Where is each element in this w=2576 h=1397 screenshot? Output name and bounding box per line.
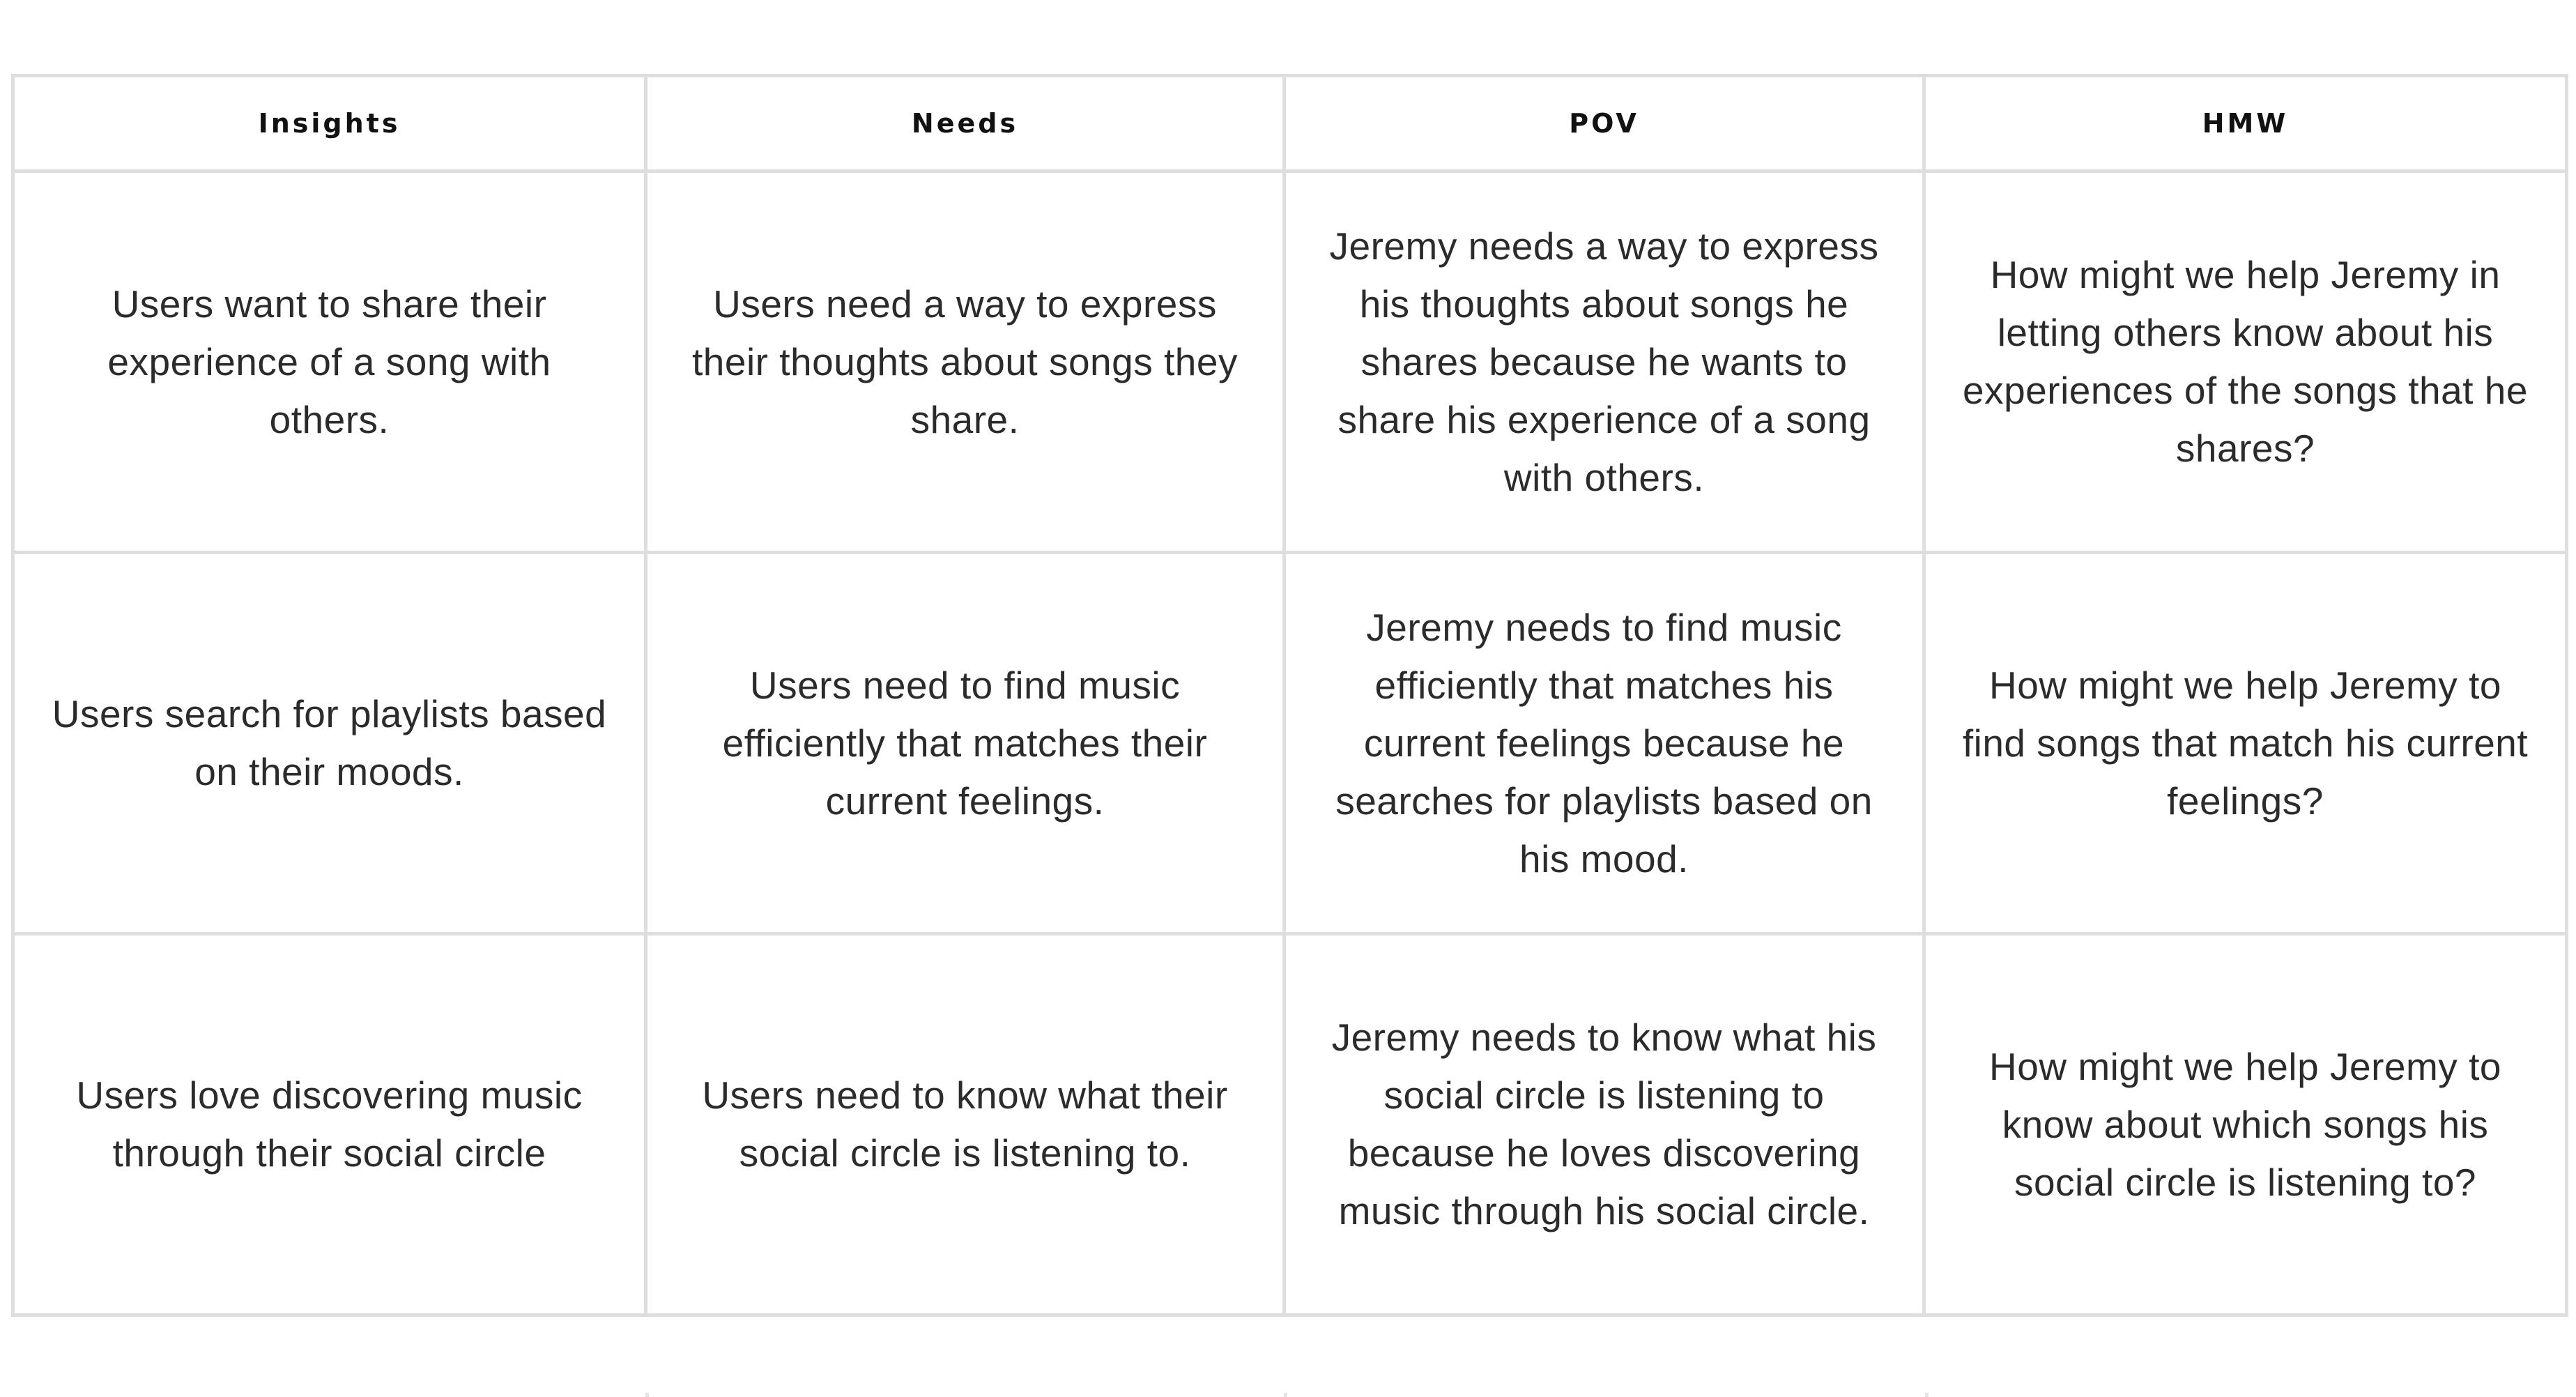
insight-cell: Users search for playlists based on thei…: [11, 551, 647, 936]
hmw-cell: How might we help Jeremy to find songs t…: [1922, 551, 2568, 936]
hmw-cell: How might we help Jeremy in letting othe…: [1922, 169, 2568, 554]
hmw-text: How might we help Jeremy to find songs t…: [1962, 663, 2529, 823]
need-text: Users need to find music efficiently tha…: [722, 663, 1208, 823]
table-row: Users want to share their experience of …: [11, 169, 2568, 554]
pov-cell: Jeremy needs to find music efficiently t…: [1282, 551, 1926, 936]
column-header-hmw: HMW: [1922, 74, 2568, 173]
need-cell: Users need to know what their social cir…: [644, 932, 1286, 1317]
column-header-pov: POV: [1282, 74, 1926, 173]
pov-text: Jeremy needs to find music efficiently t…: [1335, 605, 1873, 880]
need-text: Users need a way to express their though…: [692, 282, 1238, 441]
table-row: Users search for playlists based on thei…: [11, 551, 2568, 936]
bottom-column-ticks: [0, 1393, 2576, 1397]
need-text: Users need to know what their social cir…: [702, 1074, 1228, 1175]
table-row: Users love discovering music through the…: [11, 932, 2568, 1317]
pov-cell: Jeremy needs a way to express his though…: [1282, 169, 1926, 554]
insight-text: Users want to share their experience of …: [107, 282, 551, 441]
hmw-text: How might we help Jeremy in letting othe…: [1963, 253, 2528, 470]
need-cell: Users need a way to express their though…: [644, 169, 1286, 554]
hmw-cell: How might we help Jeremy to know about w…: [1922, 932, 2568, 1317]
column-header-needs: Needs: [644, 74, 1286, 173]
column-tick: [1284, 1393, 1287, 1397]
hmw-text: How might we help Jeremy to know about w…: [1989, 1044, 2501, 1204]
column-header-insights: Insights: [11, 74, 647, 173]
empathy-synthesis-table-container: Insights Needs POV HMW Users want to sha…: [11, 74, 2568, 1317]
insight-cell: Users love discovering music through the…: [11, 932, 647, 1317]
insight-cell: Users want to share their experience of …: [11, 169, 647, 554]
pov-text: Jeremy needs a way to express his though…: [1329, 224, 1879, 499]
pov-text: Jeremy needs to know what his social cir…: [1331, 1016, 1877, 1232]
column-tick: [645, 1393, 649, 1397]
empathy-synthesis-table: Insights Needs POV HMW Users want to sha…: [11, 74, 2568, 1317]
pov-cell: Jeremy needs to know what his social cir…: [1282, 932, 1926, 1317]
insight-text: Users search for playlists based on thei…: [52, 692, 607, 793]
need-cell: Users need to find music efficiently tha…: [644, 551, 1286, 936]
table-header-row: Insights Needs POV HMW: [11, 74, 2568, 173]
column-tick: [1925, 1393, 1929, 1397]
insight-text: Users love discovering music through the…: [76, 1074, 583, 1175]
